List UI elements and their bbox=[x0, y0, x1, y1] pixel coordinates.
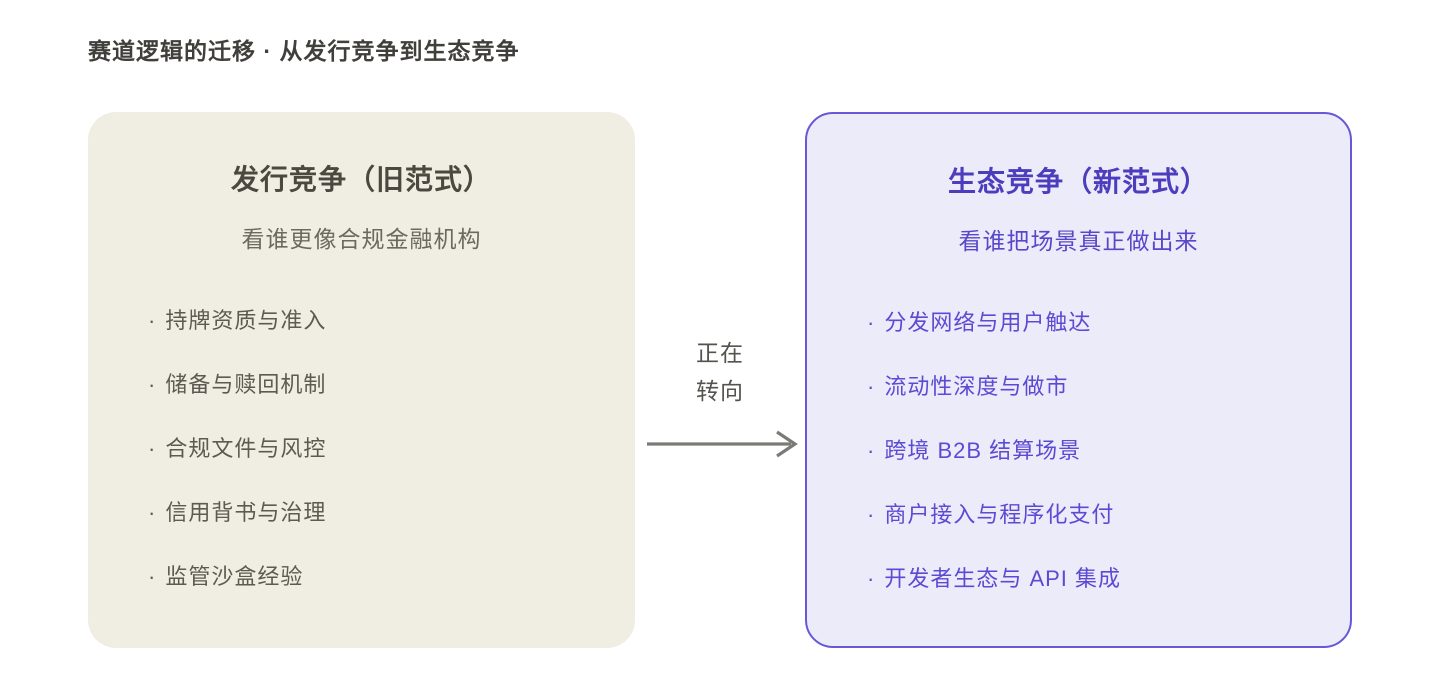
list-item: · 分发网络与用户触达 bbox=[867, 312, 1350, 334]
new-paradigm-subtitle: 看谁把场景真正做出来 bbox=[958, 228, 1199, 254]
list-item-label: 监管沙盒经验 bbox=[165, 564, 304, 589]
list-item-label: 开发者生态与 API 集成 bbox=[884, 566, 1122, 591]
list-item-label: 商户接入与程序化支付 bbox=[884, 502, 1115, 527]
bullet-dot: · bbox=[867, 374, 876, 399]
new-paradigm-title: 生态竞争（新范式） bbox=[947, 166, 1209, 197]
transition-label: 正在 转向 bbox=[650, 334, 790, 410]
list-item-label: 信用背书与治理 bbox=[165, 500, 327, 525]
transition-label-line2: 转向 bbox=[696, 378, 744, 404]
list-item-label: 跨境 B2B 结算场景 bbox=[884, 438, 1082, 463]
list-item: · 流动性深度与做市 bbox=[867, 376, 1350, 398]
list-item: · 监管沙盒经验 bbox=[148, 566, 635, 588]
list-item: · 跨境 B2B 结算场景 bbox=[867, 440, 1350, 462]
list-item: · 商户接入与程序化支付 bbox=[867, 504, 1350, 526]
page-title: 赛道逻辑的迁移 · 从发行竞争到生态竞争 bbox=[88, 38, 520, 64]
arrow-right-icon bbox=[647, 430, 798, 458]
bullet-dot: · bbox=[867, 310, 876, 335]
new-paradigm-card: 生态竞争（新范式） 看谁把场景真正做出来 · 分发网络与用户触达 · 流动性深度与做… bbox=[805, 112, 1352, 648]
list-item-label: 流动性深度与做市 bbox=[884, 374, 1069, 399]
transition-label-line1: 正在 bbox=[696, 340, 744, 366]
new-paradigm-list: · 分发网络与用户触达 · 流动性深度与做市 · 跨境 B2B 结算场景 · 商户接入与… bbox=[807, 312, 1350, 590]
old-paradigm-subtitle: 看谁更像合规金融机构 bbox=[241, 226, 482, 252]
bullet-dot: · bbox=[148, 564, 157, 589]
list-item: · 持牌资质与准入 bbox=[148, 310, 635, 332]
list-item: · 储备与赎回机制 bbox=[148, 374, 635, 396]
old-paradigm-title: 发行竞争（旧范式） bbox=[230, 164, 492, 195]
list-item: · 信用背书与治理 bbox=[148, 502, 635, 524]
bullet-dot: · bbox=[867, 566, 876, 591]
list-item: · 合规文件与风控 bbox=[148, 438, 635, 460]
bullet-dot: · bbox=[867, 502, 876, 527]
list-item-label: 储备与赎回机制 bbox=[165, 372, 327, 397]
bullet-dot: · bbox=[148, 308, 157, 333]
bullet-dot: · bbox=[148, 372, 157, 397]
list-item-label: 合规文件与风控 bbox=[165, 436, 327, 461]
list-item-label: 分发网络与用户触达 bbox=[884, 310, 1092, 335]
list-item: · 开发者生态与 API 集成 bbox=[867, 568, 1350, 590]
bullet-dot: · bbox=[867, 438, 876, 463]
bullet-dot: · bbox=[148, 500, 157, 525]
old-paradigm-list: · 持牌资质与准入 · 储备与赎回机制 · 合规文件与风控 · 信用背书与治理 · 监管沙… bbox=[88, 310, 635, 588]
bullet-dot: · bbox=[148, 436, 157, 461]
list-item-label: 持牌资质与准入 bbox=[165, 308, 327, 333]
old-paradigm-card: 发行竞争（旧范式） 看谁更像合规金融机构 · 持牌资质与准入 · 储备与赎回机制 ·… bbox=[88, 112, 635, 648]
